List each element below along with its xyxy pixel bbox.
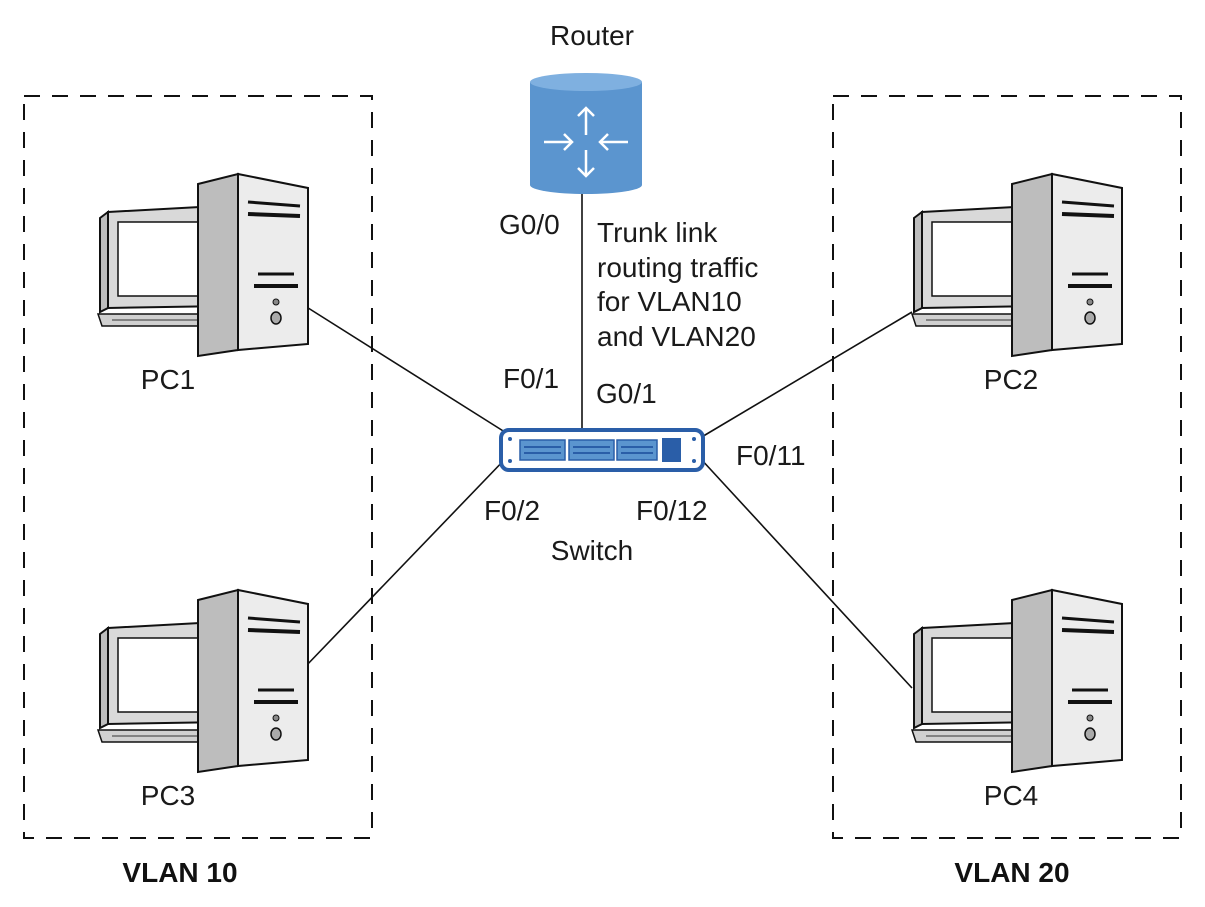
link-pc1-switch bbox=[304, 305, 509, 435]
link-pc4-switch bbox=[699, 457, 913, 689]
link-pc3-switch bbox=[303, 455, 509, 669]
router-top bbox=[530, 73, 642, 91]
switch-label: Switch bbox=[551, 535, 633, 566]
router-body bbox=[530, 82, 642, 194]
pc1-label: PC1 bbox=[141, 364, 195, 395]
pc4-label: PC4 bbox=[984, 780, 1038, 811]
vlan10-label: VLAN 10 bbox=[122, 857, 237, 888]
pc3-computer-icon[interactable] bbox=[96, 588, 310, 774]
vlan20-label: VLAN 20 bbox=[954, 857, 1069, 888]
pc3-label: PC3 bbox=[141, 780, 195, 811]
trunk-note-line-2: routing traffic bbox=[597, 252, 758, 283]
vlan20-boundary bbox=[832, 95, 1182, 839]
switch[interactable] bbox=[499, 428, 705, 472]
router-arrows-icon bbox=[544, 106, 628, 178]
trunk-note-line-1: Trunk link bbox=[597, 217, 718, 248]
router[interactable] bbox=[530, 73, 642, 194]
trunk-note-line-4: and VLAN20 bbox=[597, 321, 756, 352]
pc2-computer-icon[interactable] bbox=[910, 172, 1124, 358]
port-label-g00: G0/0 bbox=[499, 209, 560, 240]
link-pc2-switch bbox=[699, 311, 913, 439]
port-label-g01: G0/1 bbox=[596, 378, 657, 409]
port-label-f012: F0/12 bbox=[636, 495, 708, 526]
port-label-f02: F0/2 bbox=[484, 495, 540, 526]
trunk-note-line-3: for VLAN10 bbox=[597, 286, 742, 317]
vlan10-boundary bbox=[23, 95, 373, 839]
port-label-f011: F0/11 bbox=[736, 440, 806, 471]
port-label-f01: F0/1 bbox=[503, 363, 559, 394]
switch-icon bbox=[508, 437, 696, 463]
router-label: Router bbox=[550, 20, 634, 51]
pc1-computer-icon[interactable] bbox=[96, 172, 310, 358]
pc4-computer-icon[interactable] bbox=[910, 588, 1124, 774]
pc2-label: PC2 bbox=[984, 364, 1038, 395]
